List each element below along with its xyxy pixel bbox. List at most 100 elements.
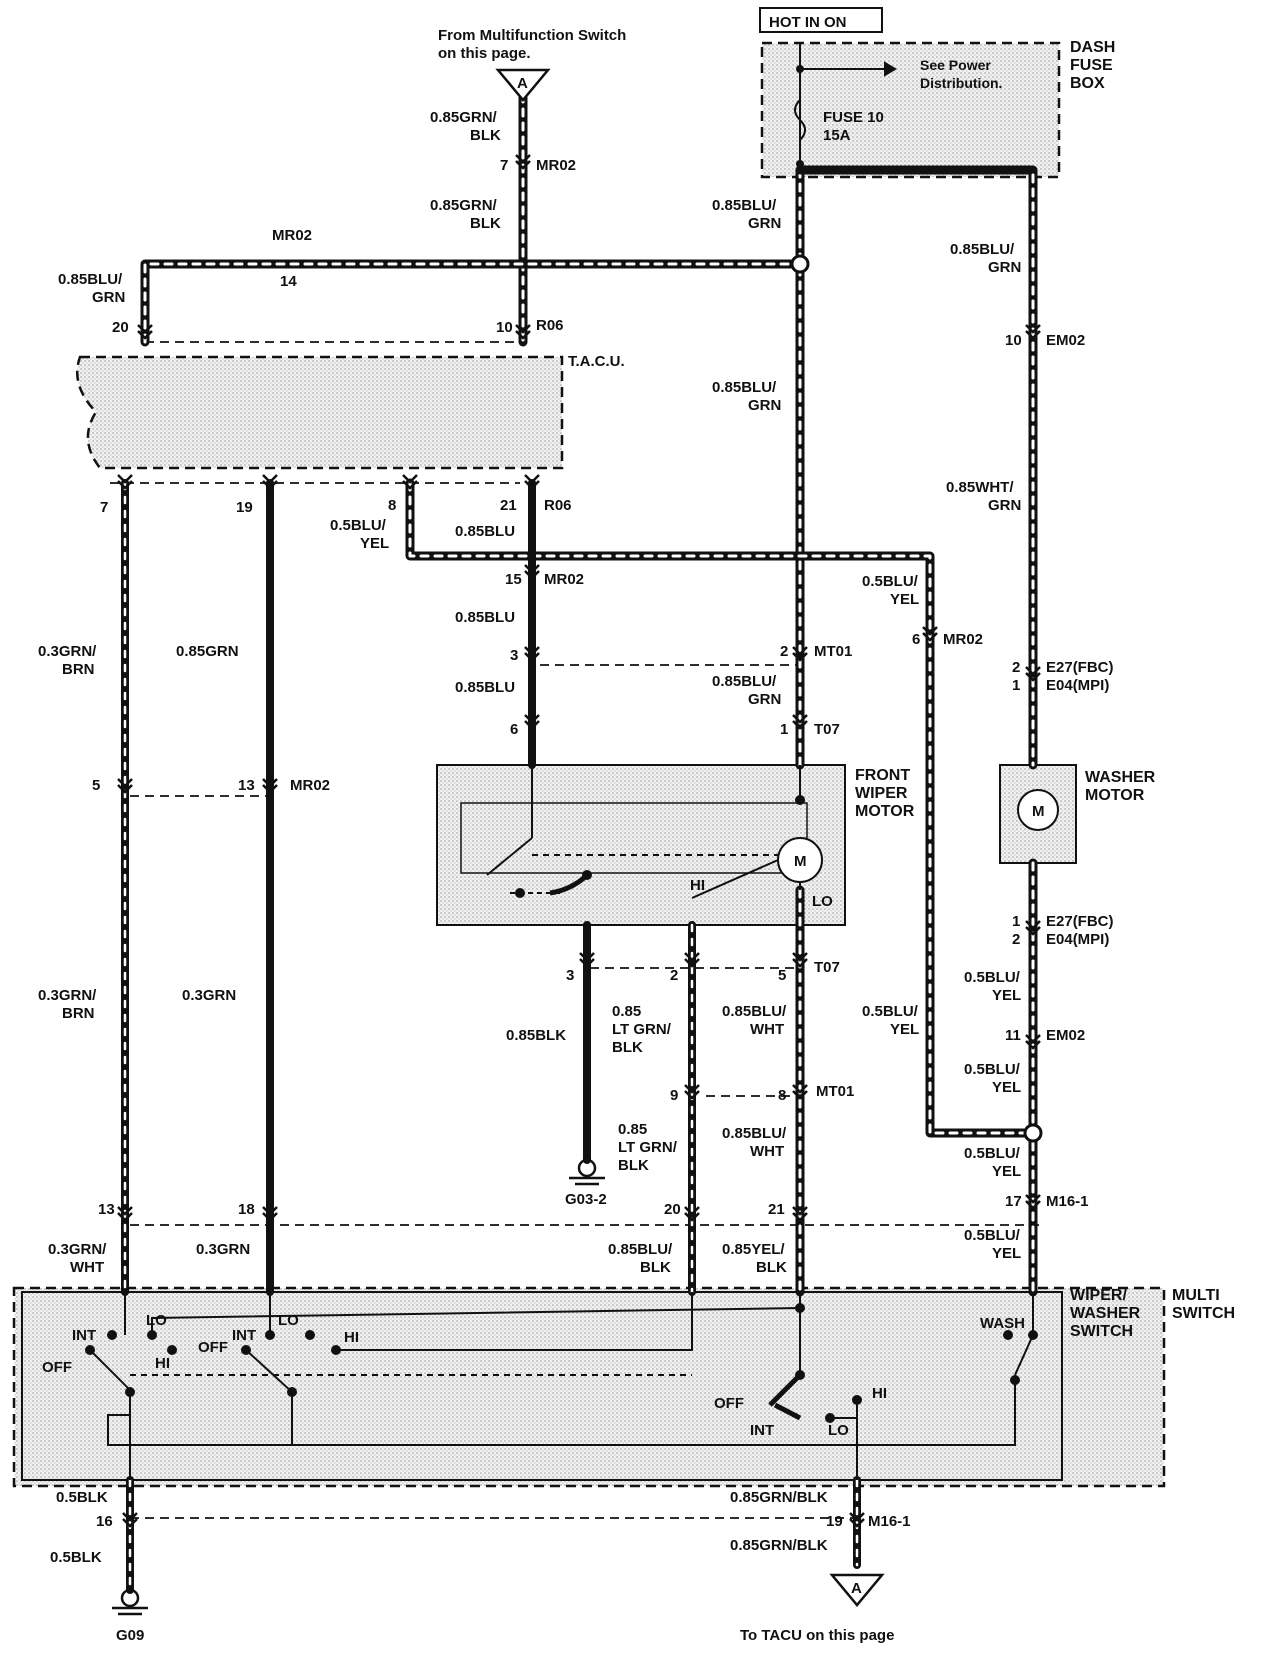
- label-w-085blu-grn: 0.85BLU/: [712, 197, 777, 214]
- label-p5: 5: [92, 777, 100, 794]
- label-p20: 20: [112, 319, 129, 336]
- label-c-r06: R06: [544, 497, 572, 514]
- label-w-085wht-grn: 0.85WHT/: [946, 479, 1014, 496]
- dash-label: DASH: [1070, 39, 1115, 56]
- label-w-grn: GRN: [748, 397, 781, 414]
- label-c-r06: R06: [536, 317, 564, 334]
- label-w-05blu-yel: 0.5BLU/: [862, 573, 919, 590]
- label-w-085blu-grn: 0.85BLU/: [950, 241, 1015, 258]
- label-w-ltgrn: LT GRN/: [612, 1021, 672, 1038]
- label-p2: 2: [670, 967, 678, 984]
- label-p19: 19: [826, 1513, 843, 1530]
- label-w-05blu-yel: 0.5BLU/: [330, 517, 387, 534]
- multi-switch-internals: [85, 1292, 1038, 1480]
- tacu-label: T.A.C.U.: [568, 353, 625, 370]
- sw3-lo: LO: [828, 1422, 849, 1439]
- sw2-int: INT: [232, 1327, 256, 1344]
- label-w-yel: YEL: [890, 591, 919, 608]
- wws-label-1: WIPER/: [1070, 1287, 1127, 1304]
- label-w-085blu: 0.85BLU: [455, 609, 515, 626]
- washer-motor-internals: [1017, 789, 1059, 831]
- label-w-085blu-grn: 0.85BLU/: [712, 379, 777, 396]
- label-w-085blu-wht: 0.85BLU/: [722, 1125, 787, 1142]
- label-w-03grn-wht: 0.3GRN/: [48, 1241, 107, 1258]
- sw1-hi: HI: [155, 1355, 170, 1372]
- from-multi-label-2: on this page.: [438, 45, 531, 62]
- label-w-05blu-yel: 0.5BLU/: [964, 969, 1021, 986]
- label-w-wht: WHT: [750, 1143, 784, 1160]
- label-p21: 21: [768, 1201, 785, 1218]
- label-c-m16: M16-1: [868, 1513, 911, 1530]
- label-w-yel: YEL: [992, 987, 1021, 1004]
- dash-fuse-box: [760, 41, 1061, 179]
- label-c-mt01: MT01: [814, 643, 852, 660]
- distribution-label: Distribution.: [920, 75, 1002, 91]
- sw3-hi: HI: [872, 1385, 887, 1402]
- g03-label: G03-2: [565, 1191, 607, 1208]
- washer-motor-m: M: [1032, 803, 1045, 820]
- fuse-amp-label: 15A: [823, 127, 851, 144]
- label-w-05blu-yel: 0.5BLU/: [964, 1061, 1021, 1078]
- label-w-085blu: 0.85BLU: [455, 523, 515, 540]
- label-p1: 1: [780, 721, 788, 738]
- label-p3: 3: [566, 967, 574, 984]
- label-p13: 13: [238, 777, 255, 794]
- label-w-085blu-grn: 0.85BLU/: [712, 673, 777, 690]
- wws-label-3: SWITCH: [1070, 1323, 1133, 1340]
- label-w-05blu-yel: 0.5BLU/: [964, 1145, 1021, 1162]
- label-w-03grn-brn: 0.3GRN/: [38, 987, 97, 1004]
- label-p13: 13: [98, 1201, 115, 1218]
- sw1-off: OFF: [42, 1359, 72, 1376]
- sw2-hi: HI: [344, 1329, 359, 1346]
- label-w-ltgrn: LT GRN/: [618, 1139, 678, 1156]
- label-c-em02: EM02: [1046, 1027, 1085, 1044]
- label-w-085blk: 0.85BLK: [506, 1027, 566, 1044]
- connector-a-bottom-label: A: [851, 1580, 862, 1597]
- wiper-motor-internals: [486, 765, 823, 899]
- see-power-label: See Power: [920, 57, 991, 73]
- label-w-03grn: 0.3GRN: [182, 987, 236, 1004]
- hot-in-on-label: HOT IN ON: [769, 14, 847, 31]
- label-p6: 6: [912, 631, 920, 648]
- label-w-085blu-grn: 0.85BLU/: [58, 271, 123, 288]
- label-c-t07: T07: [814, 721, 840, 738]
- label-w-085grnblk: 0.85GRN/BLK: [730, 1537, 828, 1554]
- sw2-off: OFF: [198, 1339, 228, 1356]
- splices: [790, 65, 1043, 1143]
- label-w-03grn-brn: 0.3GRN/: [38, 643, 97, 660]
- fuse10-label: FUSE 10: [823, 109, 884, 126]
- label-w-03grn: 0.3GRN: [196, 1241, 250, 1258]
- sw3-int: INT: [750, 1422, 774, 1439]
- label-w-05blk: 0.5BLK: [56, 1489, 108, 1506]
- label-c-e04: E04(MPI): [1046, 677, 1109, 694]
- label-p1: 1: [1012, 913, 1020, 930]
- label-w-085grnblk: 0.85GRN/BLK: [730, 1489, 828, 1506]
- sw2-lo: LO: [278, 1312, 299, 1329]
- label-w-grn: GRN: [748, 215, 781, 232]
- label-w-grn: GRN: [988, 497, 1021, 514]
- label-p15: 15: [505, 571, 522, 588]
- washer-label-1: WASHER: [1085, 769, 1156, 786]
- wash-label: WASH: [980, 1315, 1025, 1332]
- label-w-085grn: 0.85GRN: [176, 643, 239, 660]
- label-c-mr02: MR02: [544, 571, 584, 588]
- label-p3: 3: [510, 647, 518, 664]
- header-labels: HOT IN ON From Multifunction Switch on t…: [438, 14, 1115, 1644]
- multi-switch-box: [12, 1286, 1166, 1488]
- label-w-05blu-yel: 0.5BLU/: [964, 1227, 1021, 1244]
- label-w-085yel-blk: 0.85YEL/: [722, 1241, 785, 1258]
- label-w-blk: BLK: [618, 1157, 649, 1174]
- connector-a-top: [495, 68, 551, 102]
- label-w-yel: YEL: [360, 535, 389, 552]
- label-w-blk: BLK: [756, 1259, 787, 1276]
- front-wiper-label-3: MOTOR: [855, 803, 915, 820]
- label-w-yel: YEL: [992, 1079, 1021, 1096]
- label-c-e27: E27(FBC): [1046, 913, 1114, 930]
- wws-label-2: WASHER: [1070, 1305, 1141, 1322]
- label-p2: 2: [1012, 931, 1020, 948]
- label-w-grn: GRN: [92, 289, 125, 306]
- label-p18: 18: [238, 1201, 255, 1218]
- label-w-blk: BLK: [612, 1039, 643, 1056]
- label-c-mr02: MR02: [536, 157, 576, 174]
- label-c-mt01: MT01: [816, 1083, 854, 1100]
